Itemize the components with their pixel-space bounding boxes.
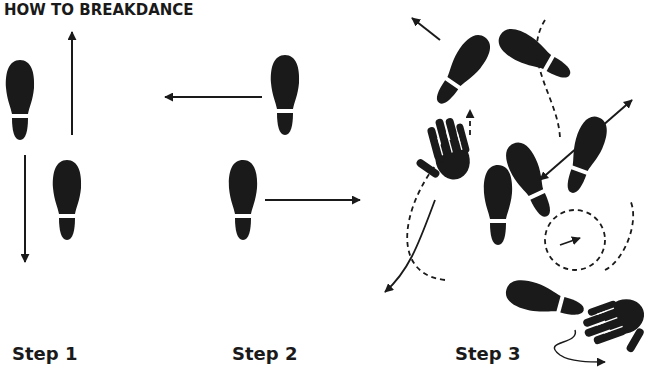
step-label: Step 1	[12, 343, 77, 364]
step-label: Step 2	[232, 343, 297, 364]
step-label: Step 3	[455, 343, 520, 364]
page-title: HOW TO BREAKDANCE	[4, 1, 194, 19]
